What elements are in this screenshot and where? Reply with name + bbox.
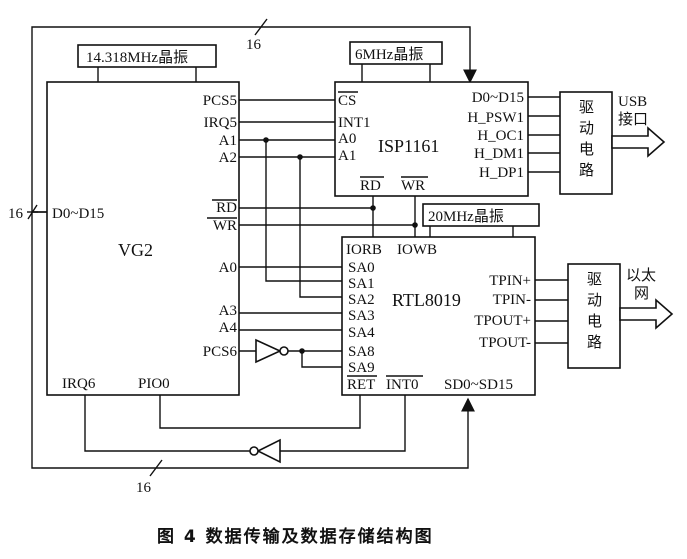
rtl8019-title: RTL8019 [392,290,461,310]
usb-driver-label: 驱 动 电 路 [579,99,598,179]
ethernet-output-arrow [619,298,674,330]
ethernet-label-1: 以太 [626,267,656,284]
figure-caption: 图 4 数据传输及数据存储结构图 [157,526,434,547]
ethernet-driver: 驱 动 电 路 以太 网 [535,263,674,369]
isp-pin-h-dm1: H_DM1 [474,146,524,162]
isp-pin-d0-d15: D0~D15 [472,90,524,106]
rtl-pin-tpout-plus: TPOUT+ [474,313,531,329]
ethernet-label-2: 网 [634,286,649,302]
usb-port-label-1: USB [618,94,647,110]
bus-width-left: 16 [8,206,24,222]
eth-driver-label: 驱 动 电 路 [587,271,606,351]
signal-wires [84,99,418,464]
crystal-vg2: 14.318MHz晶振 [77,44,217,82]
bus-width-top: 16 [246,37,262,53]
vg2-pin-a2: A2 [219,150,237,166]
vg2-pin-a4: A4 [219,320,238,336]
vg2-pin-a0: A0 [219,260,237,276]
rtl-pin-tpin-minus: TPIN- [493,292,531,308]
isp-pin-cs: CS [338,93,356,109]
isp-pin-a0: A0 [338,131,356,147]
isp1161-title: ISP1161 [378,136,439,156]
vg2-pin-irq6: IRQ6 [62,376,96,392]
vg2-pin-pcs6: PCS6 [203,344,238,360]
bus-width-bottom: 16 [136,480,152,496]
vg2-pin-wr: WR [213,218,237,234]
rtl-pin-int0: INT0 [386,377,419,393]
rtl-pin-sa2: SA2 [348,292,375,308]
rtl-pin-sa4: SA4 [348,325,375,341]
vg2-title: VG2 [118,240,153,260]
isp-pin-rd: RD [360,178,381,194]
isp-pin-int1: INT1 [338,115,371,131]
isp-pin-h-oc1: H_OC1 [477,128,524,144]
rtl-pin-tpin-plus: TPIN+ [489,273,531,289]
vg2-pin-pcs5: PCS5 [203,93,237,109]
vg2-pin-irq5: IRQ5 [204,115,237,131]
crystal-isp: 6MHz晶振 [349,41,443,82]
isp-pin-a1: A1 [338,148,356,164]
rtl-pin-ret: RET [347,377,375,393]
crystal-vg2-label: 14.318MHz晶振 [86,49,188,66]
crystal-rtl-label: 20MHz晶振 [428,208,504,225]
rtl-pin-sa8: SA8 [348,344,375,360]
vg2-block [46,81,240,396]
rtl-pin-iowb: IOWB [397,242,437,258]
vg2-pin-rd: RD [216,200,237,216]
isp-pin-h-psw1: H_PSW1 [467,110,524,126]
crystal-rtl: 20MHz晶振 [422,203,540,237]
rtl-pin-tpout-minus: TPOUT- [479,335,531,351]
crystal-isp-label: 6MHz晶振 [355,46,423,63]
isp-pin-wr: WR [401,178,425,194]
vg2-pin-a1: A1 [219,133,237,149]
usb-port-label-2: 接口 [618,111,648,128]
isp-pin-h-dp1: H_DP1 [479,165,524,181]
rtl-pin-sa3: SA3 [348,308,375,324]
usb-output-arrow [611,126,666,158]
usb-driver: 驱 动 电 路 USB 接口 [528,91,666,195]
vg2-data-bus: D0~D15 [52,206,104,222]
vg2-pin-a3: A3 [219,303,237,319]
rtl-pin-sa0: SA0 [348,260,375,276]
rtl-pin-sa9: SA9 [348,360,375,376]
vg2-pin-pio0: PIO0 [138,376,170,392]
rtl-pin-iorb: IORB [346,242,382,258]
data-bus-loop [27,18,477,477]
rtl-pin-sa1: SA1 [348,276,375,292]
rtl8019-block [341,236,536,396]
rtl-pin-sd: SD0~SD15 [444,377,513,393]
